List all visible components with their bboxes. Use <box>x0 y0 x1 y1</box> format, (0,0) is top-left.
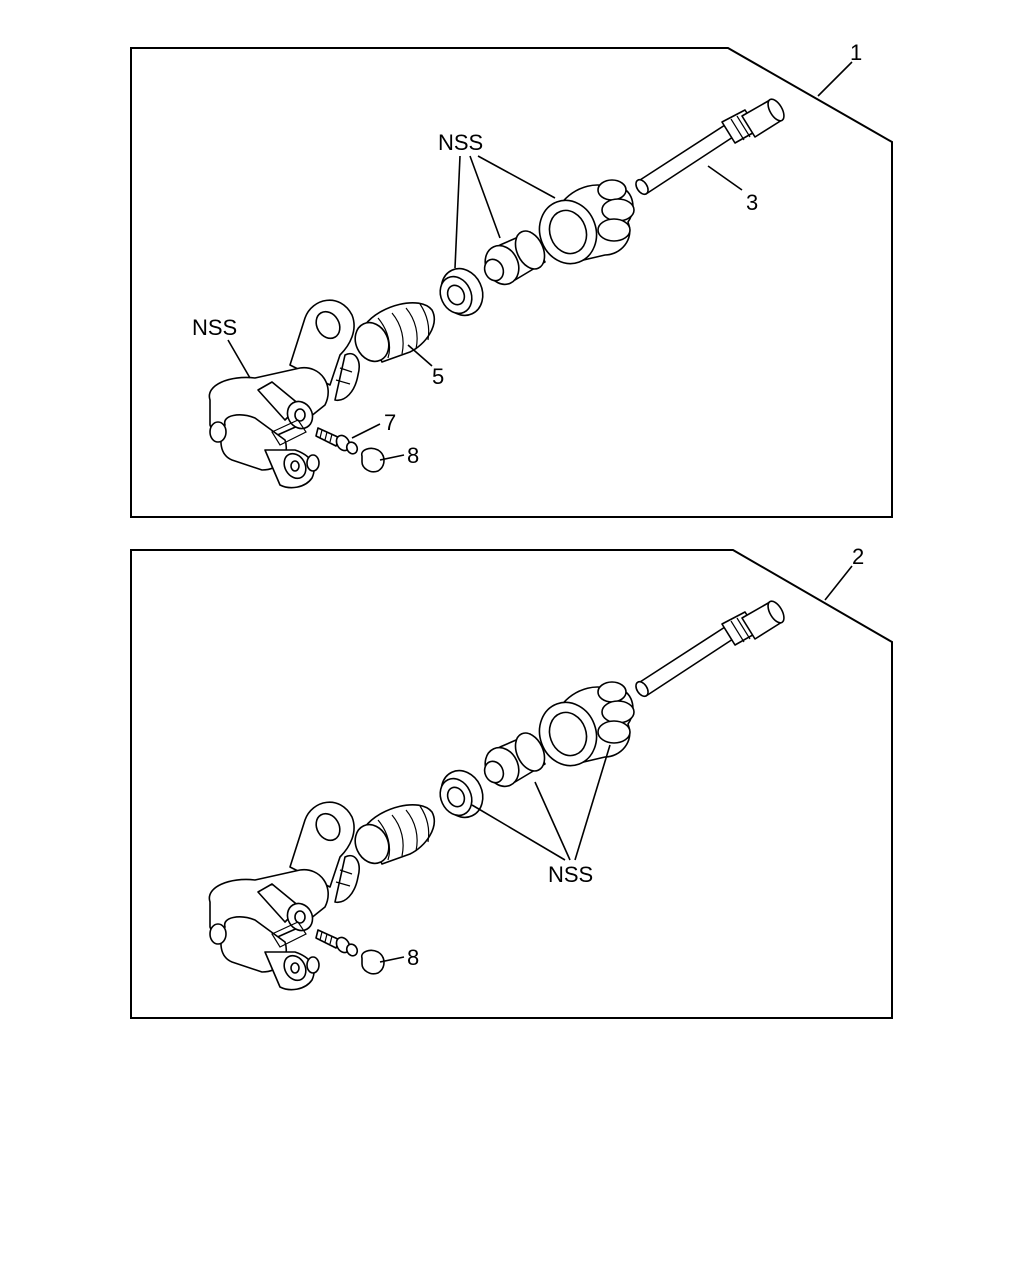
panel-1-callout: 1 <box>850 40 862 65</box>
part-8-label: 8 <box>407 443 419 468</box>
part-8-label-2: 8 <box>407 945 419 970</box>
panel-2-callout: 2 <box>852 544 864 569</box>
part-3-label: 3 <box>746 190 758 215</box>
panel-1: 1 NSS NSS 3 5 7 8 <box>130 40 893 518</box>
panel-2: 2 NSS 8 <box>130 544 893 1019</box>
nss-label-body: NSS <box>192 315 237 340</box>
part-5-label: 5 <box>432 364 444 389</box>
nss-label-seals-2: NSS <box>548 862 593 887</box>
nss-label-seals: NSS <box>438 130 483 155</box>
part-7-label: 7 <box>384 410 396 435</box>
